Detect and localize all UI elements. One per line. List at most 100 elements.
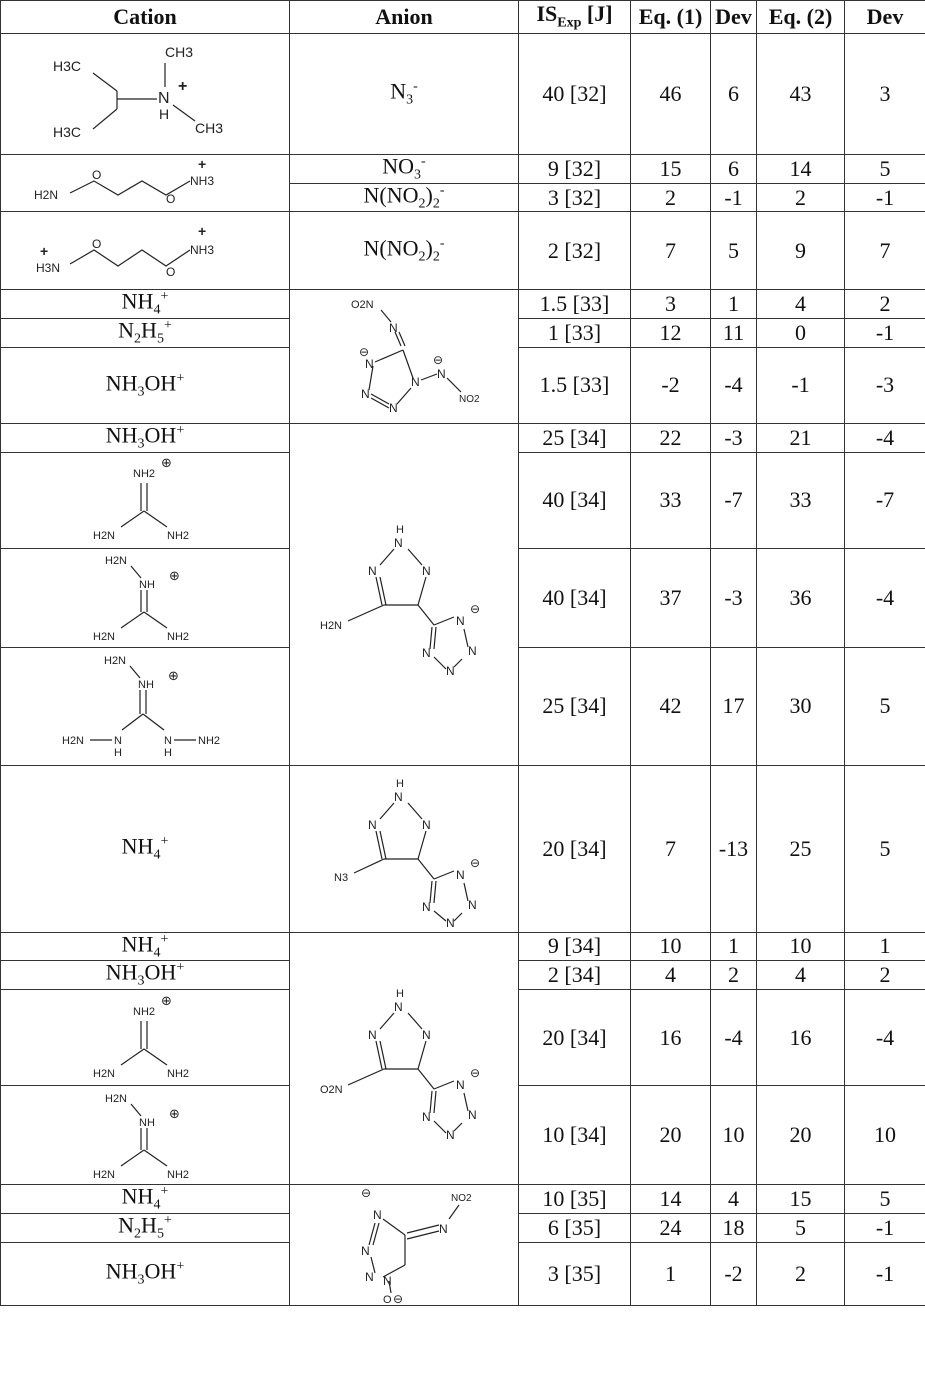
svg-text:H2N: H2N xyxy=(93,530,115,542)
is-exp-value: 1 [33] xyxy=(518,318,631,348)
anion-azide: N3- xyxy=(289,33,519,155)
svg-text:⊖: ⊖ xyxy=(470,1066,480,1080)
cation-ammonium: NH4+ xyxy=(0,931,290,962)
svg-text:H2N: H2N xyxy=(320,620,342,632)
svg-text:H: H xyxy=(396,778,404,790)
eq1-value: 7 xyxy=(630,764,711,933)
ethylenedioxyammonium-structure: H2N O O NH3 + xyxy=(34,157,214,206)
anion-structure-azidotriazolyltetrazolate: H N N N N3 N ⊖ N N N xyxy=(289,764,519,933)
eq2-value: 16 xyxy=(756,989,845,1087)
eq2-value: 0 xyxy=(756,318,845,348)
anion-nitrate: NO3- xyxy=(289,154,519,184)
dev1-value: -3 xyxy=(710,547,757,648)
eq1-value: 37 xyxy=(630,547,711,648)
table-row: N2H5+ 6 [35] 24 18 5 -1 xyxy=(0,1213,925,1244)
table-row: NH3OH+ 2 [34] 4 2 4 2 xyxy=(0,960,925,991)
svg-text:N: N xyxy=(437,367,446,381)
azidotriazolyltetrazolate-structure: H N N N N3 N ⊖ N N N xyxy=(334,778,480,929)
svg-text:O: O xyxy=(92,237,101,251)
eq1-value: 42 xyxy=(630,646,711,766)
impact-sensitivity-table: Cation Anion ISExp [J] Eq. (1) Dev Eq. (… xyxy=(0,0,925,1307)
eq1-value: 20 xyxy=(630,1085,711,1186)
table-row: H2N NH ⊕ H2N NH2 40 [34] 37 -3 36 -4 xyxy=(0,547,925,648)
cation-hydroxylammonium: NH3OH+ xyxy=(0,1242,290,1307)
eq1-value: 16 xyxy=(630,989,711,1087)
anion-structure-nitrotriazolyltetrazolate: H N N N O2N N ⊖ N N N xyxy=(289,931,519,1186)
is-exp-value: 20 [34] xyxy=(518,989,631,1087)
table-row: NH4+ H N N N O2N N ⊖ N xyxy=(0,931,925,1186)
svg-text:NH3: NH3 xyxy=(190,243,214,257)
svg-text:N: N xyxy=(373,1208,382,1222)
eq2-value: 20 xyxy=(756,1085,845,1186)
is-exp-value: 9 [32] xyxy=(518,154,631,184)
eq1-value: -2 xyxy=(630,346,711,424)
table-row: NH2 ⊕ H2N NH2 20 [34] 16 -4 16 -4 xyxy=(0,989,925,1087)
header-dev2: Dev xyxy=(844,0,925,34)
diisopropylmethylammonium-structure: H3C CH3 N H + H3C CH3 xyxy=(53,44,223,140)
svg-text:O2N: O2N xyxy=(351,299,374,311)
aminotriazolyltetrazolate-structure: H N N N H2N N ⊖ N N N xyxy=(320,524,480,678)
dev2-value: -1 xyxy=(844,182,925,213)
svg-text:N: N xyxy=(361,1244,370,1258)
eq2-value: 30 xyxy=(756,646,845,766)
dev2-value: -7 xyxy=(844,451,925,549)
svg-text:NH2: NH2 xyxy=(198,735,220,747)
svg-text:CH3: CH3 xyxy=(165,44,193,60)
svg-text:N: N xyxy=(361,387,370,401)
eq2-value: 33 xyxy=(756,451,845,549)
eq1-value: 14 xyxy=(630,1184,711,1215)
svg-text:H3C: H3C xyxy=(53,124,81,140)
nitrotriazolyltetrazolate-structure: H N N N O2N N ⊖ N N N xyxy=(320,988,480,1142)
dev2-value: 5 xyxy=(844,646,925,766)
table-row: NH3OH+ 3 [35] 1 -2 2 -1 xyxy=(0,1242,925,1307)
svg-text:NH: NH xyxy=(138,679,154,691)
svg-text:N: N xyxy=(365,357,374,371)
eq1-value: 2 xyxy=(630,182,711,213)
eq2-value: 21 xyxy=(756,422,845,453)
svg-text:⊕: ⊕ xyxy=(161,455,172,470)
dev1-value: 5 xyxy=(710,211,757,291)
svg-text:N: N xyxy=(456,868,465,882)
dev1-value: 2 xyxy=(710,960,757,991)
svg-text:NH2: NH2 xyxy=(167,631,189,643)
svg-text:⊖: ⊖ xyxy=(433,353,443,367)
cation-structure-dioxyammonium: H3N + O O NH3 + xyxy=(0,211,290,291)
dev1-value: 4 xyxy=(710,1184,757,1215)
is-exp-value: 25 [34] xyxy=(518,646,631,766)
table-row: H2N NH ⊕ H2N NH2 10 [34] 20 10 20 10 xyxy=(0,1085,925,1186)
table-row: H3C CH3 N H + H3C CH3 N3- 40 [32] 46 6 4… xyxy=(0,33,925,155)
svg-text:N: N xyxy=(389,321,398,335)
is-exp-value: 20 [34] xyxy=(518,764,631,933)
cation-structure-guanidinium: NH2 ⊕ H2N NH2 xyxy=(0,451,290,549)
eq2-value: 5 xyxy=(756,1213,845,1244)
svg-text:+: + xyxy=(198,157,206,172)
is-exp-value: 9 [34] xyxy=(518,931,631,962)
svg-text:O: O xyxy=(166,265,175,279)
table-row: NH4+ O2N N N ⊖ N N N N ⊖ xyxy=(0,289,925,424)
svg-text:N: N xyxy=(446,1128,455,1142)
header-row: Cation Anion ISExp [J] Eq. (1) Dev Eq. (… xyxy=(0,0,925,34)
dev2-value: 7 xyxy=(844,211,925,291)
aminoguanidinium-structure: H2N NH ⊕ H2N NH2 xyxy=(93,1093,189,1181)
header-dev1: Dev xyxy=(710,0,757,34)
svg-text:N: N xyxy=(439,1222,448,1236)
table-row: NH3OH+ 1.5 [33] -2 -4 -1 -3 xyxy=(0,346,925,424)
nitroiminotetrazolate-structure: O2N N N ⊖ N N N N ⊖ NO2 xyxy=(351,299,480,415)
svg-text:N: N xyxy=(158,90,170,107)
svg-text:N: N xyxy=(368,1028,377,1042)
eq2-value: 25 xyxy=(756,764,845,933)
svg-text:⊖: ⊖ xyxy=(359,345,369,359)
svg-text:H3N: H3N xyxy=(36,261,60,275)
cation-ammonium: NH4+ xyxy=(0,764,290,933)
svg-text:N: N xyxy=(468,644,477,658)
svg-text:+: + xyxy=(178,78,187,95)
svg-text:NH2: NH2 xyxy=(133,1006,155,1018)
is-exp-value: 40 [32] xyxy=(518,33,631,155)
cation-structure-triaminoguanidinium: H2N NH ⊕ H2N N H N H NH2 xyxy=(0,646,290,766)
dev1-value: -4 xyxy=(710,989,757,1087)
svg-text:N: N xyxy=(446,664,455,678)
svg-text:N: N xyxy=(468,898,477,912)
svg-text:N: N xyxy=(394,790,403,804)
svg-text:NH3: NH3 xyxy=(190,174,214,188)
eq2-value: 36 xyxy=(756,547,845,648)
